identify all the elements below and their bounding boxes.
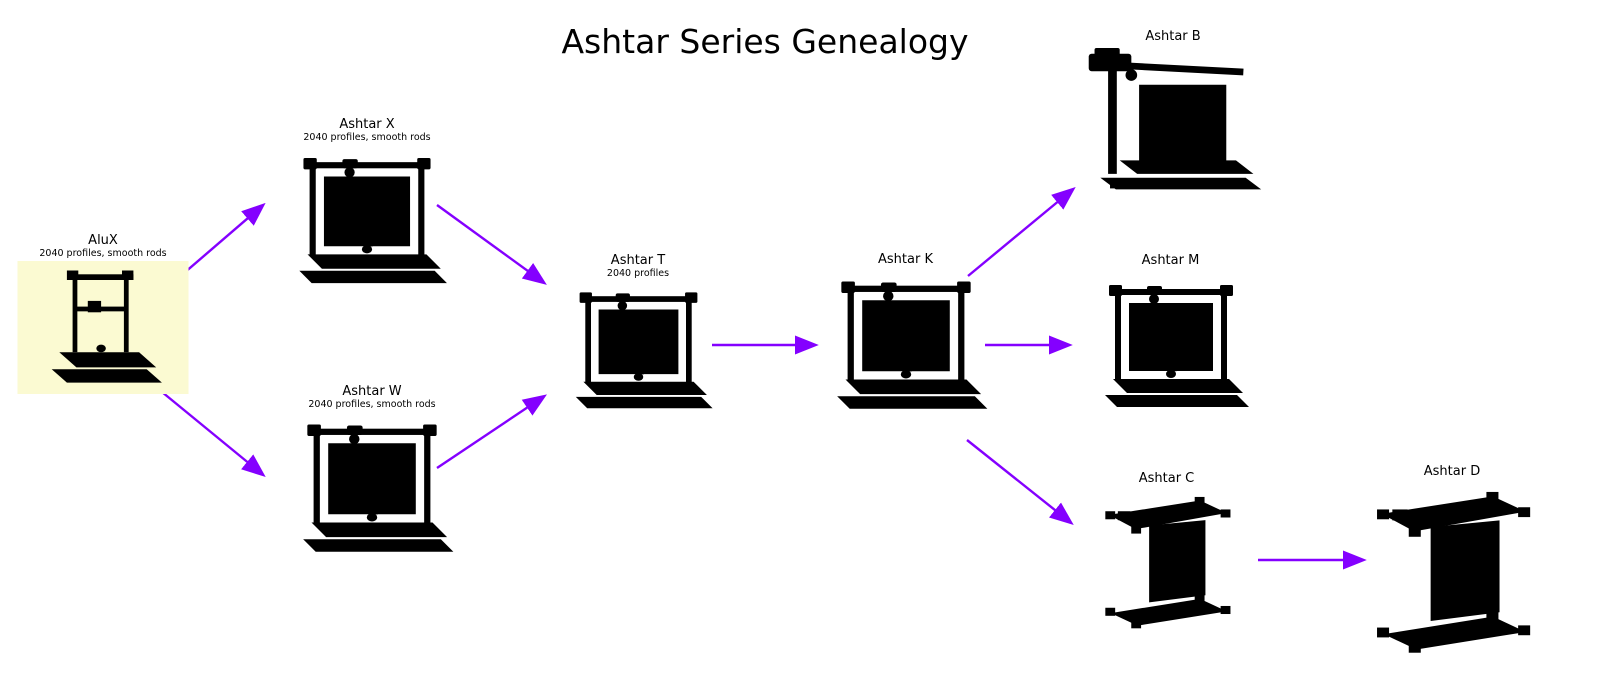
node-ashtar-x: Ashtar X 2040 profiles, smooth rods: [283, 117, 451, 290]
printer-illustration-alux: [13, 261, 193, 394]
node-label: Ashtar C: [1138, 471, 1195, 486]
printer-illustration-ashtar-c: [1092, 488, 1242, 631]
arrow-alux-to-ashtar-w: [161, 391, 266, 478]
node-sublabel: 2040 profiles, smooth rods: [308, 399, 436, 410]
node-label: AluX: [88, 233, 118, 248]
printer-illustration-ashtar-x: [285, 145, 449, 290]
node-ashtar-k: Ashtar K: [818, 252, 993, 415]
node-ashtar-t: Ashtar T 2040 profiles: [558, 253, 718, 414]
diagram-title: Ashtar Series Genealogy: [561, 22, 969, 61]
node-sublabel: 2040 profiles, smooth rods: [303, 132, 431, 143]
node-ashtar-d: Ashtar D: [1368, 464, 1536, 656]
arrow-ashtar-k-to-ashtar-c: [966, 439, 1074, 525]
node-label: Ashtar M: [1141, 253, 1200, 268]
printer-illustration-ashtar-b: [1079, 46, 1267, 201]
node-alux: AluX 2040 profiles, smooth rods: [12, 233, 194, 394]
node-label: Ashtar B: [1145, 29, 1201, 44]
printer-illustration-ashtar-m: [1091, 270, 1251, 416]
node-sublabel: 2040 profiles: [606, 268, 670, 279]
printer-illustration-ashtar-k: [821, 269, 991, 415]
node-ashtar-w: Ashtar W 2040 profiles, smooth rods: [283, 384, 461, 558]
node-ashtar-c: Ashtar C: [1088, 471, 1245, 631]
printer-illustration-ashtar-d: [1370, 481, 1535, 656]
node-ashtar-m: Ashtar M: [1088, 253, 1253, 416]
node-label: Ashtar D: [1423, 464, 1481, 479]
node-label: Ashtar T: [610, 253, 666, 268]
node-label: Ashtar X: [339, 117, 395, 132]
node-sublabel: 2040 profiles, smooth rods: [39, 248, 167, 259]
node-ashtar-b: Ashtar B: [1078, 29, 1268, 201]
printer-illustration-ashtar-w: [287, 412, 457, 558]
node-label: Ashtar K: [878, 252, 933, 267]
printer-illustration-ashtar-t: [561, 281, 716, 414]
node-label: Ashtar W: [342, 384, 402, 399]
arrow-ashtar-x-to-ashtar-t: [436, 204, 547, 285]
